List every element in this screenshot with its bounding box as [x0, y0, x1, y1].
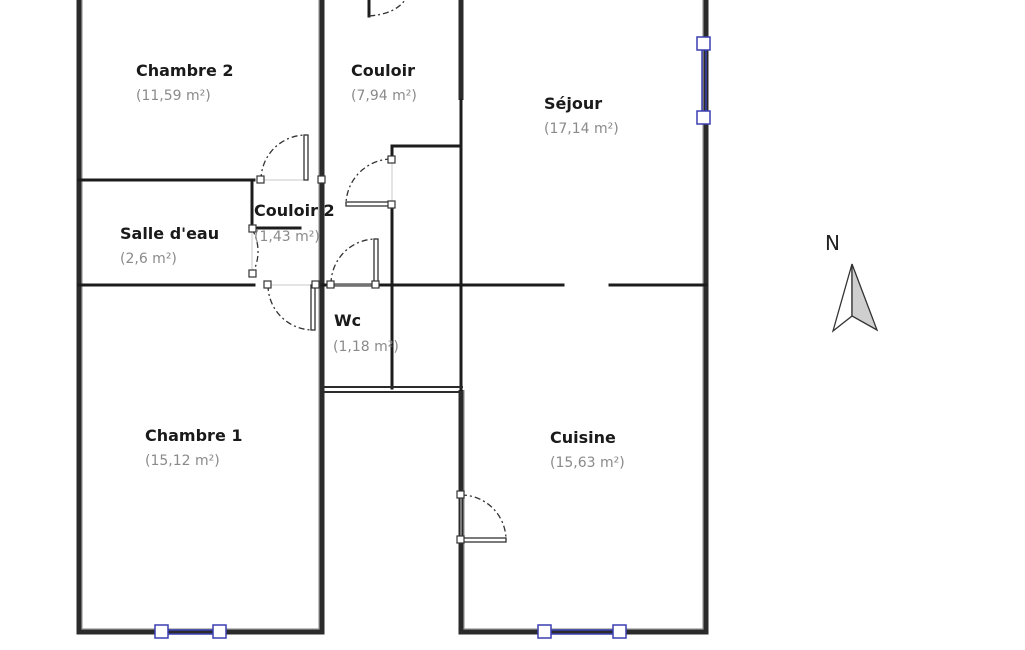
window-handle: [696, 110, 711, 125]
room-name-chambre-2: Chambre 2: [136, 61, 234, 80]
door-cuisine[interactable]: [456, 490, 507, 544]
room-area-couloir: (7,94 m²): [351, 88, 417, 104]
window-chambre1-south[interactable]: [154, 624, 227, 639]
window-handle: [537, 624, 552, 639]
door-handle: [317, 175, 326, 184]
room-name-cuisine: Cuisine: [550, 428, 616, 447]
door-handle: [456, 490, 465, 499]
door-handle: [371, 280, 380, 289]
compass-label: N: [825, 231, 840, 255]
north-arrow-shade-icon: [851, 263, 879, 332]
north-arrow-icon: [831, 263, 853, 333]
window-handle: [612, 624, 627, 639]
doors: [248, 0, 507, 544]
room-area-cuisine: (15,63 m²): [550, 455, 625, 471]
room-name-chambre-1: Chambre 1: [145, 426, 243, 445]
windows: [154, 36, 711, 639]
left-block-wall: [76, 0, 325, 635]
room-name-couloir: Couloir: [351, 61, 415, 80]
room-area-salle-deau: (2,6 m²): [120, 251, 177, 267]
door-handle: [248, 269, 257, 278]
door-handle: [248, 224, 257, 233]
room-area-couloir-2: (1,43 m²): [254, 229, 320, 245]
door-handle: [256, 175, 265, 184]
window-handle: [154, 624, 169, 639]
door-handle: [387, 200, 396, 209]
door-handle: [387, 155, 396, 164]
window-cuisine-south[interactable]: [537, 624, 627, 639]
room-name-salle-deau: Salle d'eau: [120, 224, 219, 243]
wall-couloir-wc-top: [390, 144, 463, 162]
room-area-sejour: (17,14 m²): [544, 121, 619, 137]
window-handle: [696, 36, 711, 51]
window-sejour-east[interactable]: [696, 36, 711, 125]
room-name-wc: Wc: [334, 311, 361, 330]
room-name-sejour: Séjour: [544, 94, 602, 113]
left-block-wall-inner: [81, 0, 320, 630]
room-area-chambre-1: (15,12 m²): [145, 453, 220, 469]
window-handle: [212, 624, 227, 639]
right-block-wall-inner: [463, 0, 704, 630]
room-name-couloir-2: Couloir 2: [254, 201, 335, 220]
door-couloir-upper[interactable]: [345, 155, 396, 209]
door-couloir2-top[interactable]: [256, 134, 326, 184]
room-area-chambre-2: (11,59 m²): [136, 88, 211, 104]
door-wc[interactable]: [326, 238, 380, 289]
door-handle: [456, 535, 465, 544]
door-top: [368, 0, 406, 17]
interior-walls: [77, 0, 708, 393]
door-handle: [263, 280, 272, 289]
door-handle: [311, 280, 320, 289]
door-handle: [326, 280, 335, 289]
north-compass: N: [825, 231, 879, 333]
door-couloir2-bottom[interactable]: [263, 280, 320, 331]
door-salle-deau[interactable]: [248, 224, 259, 278]
room-labels: Chambre 2 (11,59 m²) Couloir (7,94 m²) S…: [120, 61, 625, 471]
room-area-wc: (1,18 m²): [333, 339, 399, 355]
